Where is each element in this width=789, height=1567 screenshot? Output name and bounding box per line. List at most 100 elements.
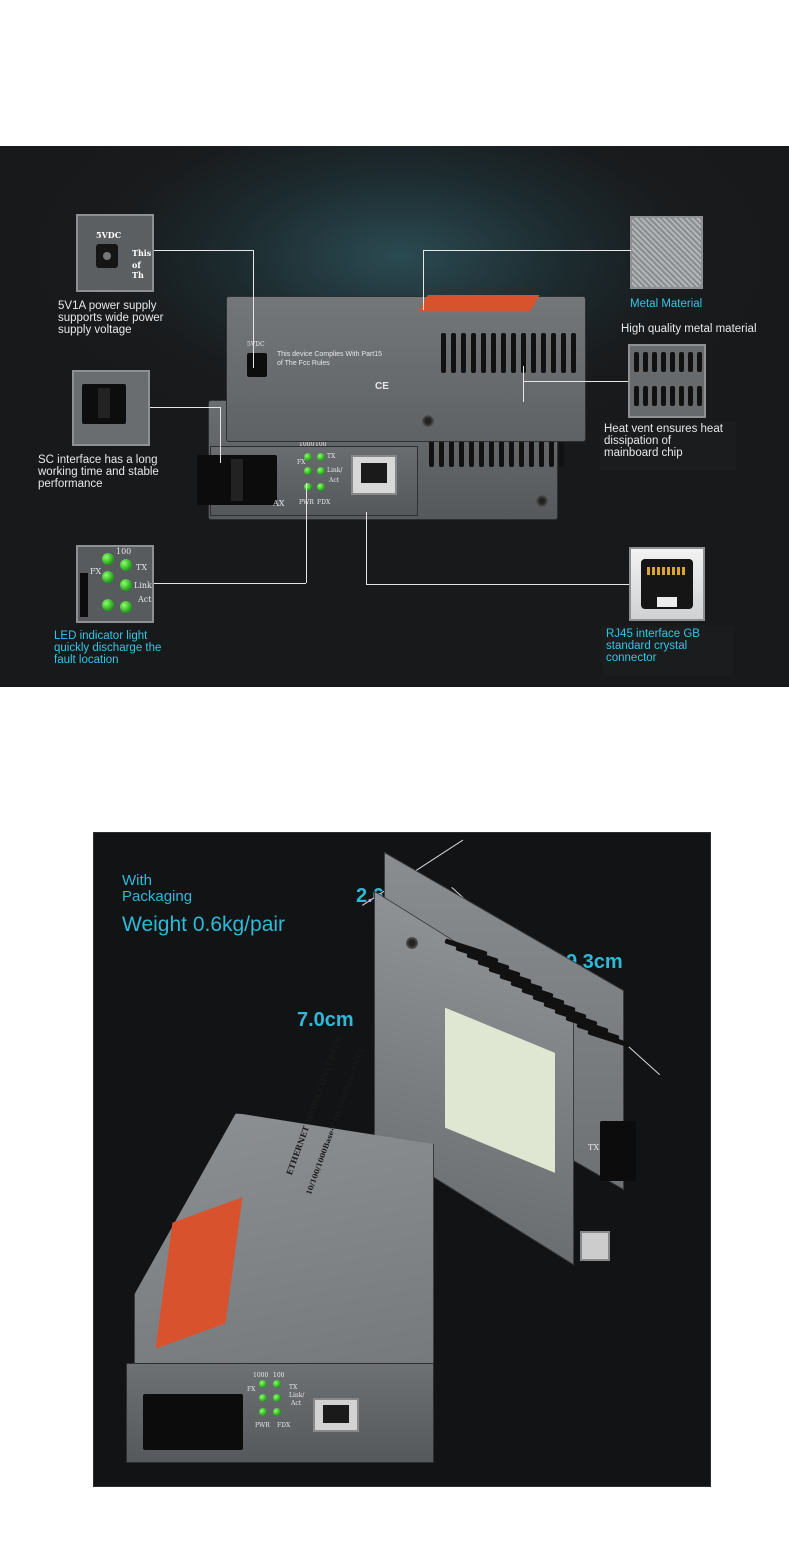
led-label-act: Act bbox=[291, 1400, 302, 1407]
vent-slot bbox=[643, 386, 648, 406]
power-port-thumbnail: 5VDC This of Th bbox=[76, 214, 154, 292]
vent-slot bbox=[459, 431, 464, 467]
vent-slot bbox=[670, 352, 675, 372]
led-thumb-tx: TX bbox=[136, 563, 148, 572]
vent-slot bbox=[509, 431, 514, 467]
callout-line bbox=[150, 407, 220, 408]
led-label-tx: TX bbox=[327, 453, 336, 460]
rj45-port-icon bbox=[351, 455, 397, 495]
vent-slot bbox=[661, 386, 666, 406]
vent-slot bbox=[449, 431, 454, 467]
vent-thumbnail bbox=[628, 344, 706, 418]
led-indicator-icon bbox=[120, 559, 132, 571]
led-caption-line: quickly discharge the bbox=[54, 642, 162, 654]
vent-slot bbox=[511, 333, 516, 373]
led-indicator-icon bbox=[120, 601, 132, 613]
vent-slot bbox=[697, 352, 702, 372]
front-converter: ETHERNET MEDIA CONVERTER 10/100/1000Base… bbox=[114, 1035, 444, 1473]
led-label-fx: FX bbox=[247, 1386, 256, 1393]
callout-line bbox=[154, 250, 253, 251]
vent-slot bbox=[521, 333, 526, 373]
vent-slot bbox=[561, 333, 566, 373]
vent-slot bbox=[679, 386, 684, 406]
callout-line bbox=[523, 366, 524, 402]
orange-label bbox=[418, 295, 540, 311]
vent-slot bbox=[451, 333, 456, 373]
led-thumb-100: 100 bbox=[116, 547, 132, 556]
led-indicator-icon bbox=[317, 453, 325, 461]
metal-caption: High quality metal material bbox=[621, 323, 757, 335]
callout-line bbox=[366, 584, 629, 585]
power-jack-icon bbox=[96, 244, 118, 268]
vent-slot bbox=[559, 431, 564, 467]
vent-slot bbox=[634, 352, 639, 372]
rj45-port-icon bbox=[641, 559, 693, 609]
led-label-fdx: FDX bbox=[277, 1422, 291, 1429]
led-label-link: Link/ bbox=[327, 467, 343, 474]
vent-slot bbox=[670, 386, 675, 406]
rj45-port-icon bbox=[313, 1398, 359, 1432]
sc-caption-line: performance bbox=[38, 478, 103, 490]
led-indicator-icon bbox=[102, 553, 114, 565]
led-label-fx: FX bbox=[297, 459, 306, 466]
led-indicator-icon bbox=[317, 483, 325, 491]
vent-slot bbox=[643, 352, 648, 372]
led-label-act: Act bbox=[329, 477, 340, 484]
vent-slot bbox=[499, 431, 504, 467]
thumb-this-label: This bbox=[132, 248, 152, 258]
sc-caption-line: working time and stable bbox=[38, 466, 159, 478]
power-caption: 5V1A power supply supports wide power su… bbox=[58, 300, 163, 336]
vent-slot bbox=[469, 431, 474, 467]
led-indicator-icon bbox=[102, 571, 114, 583]
vent-slot bbox=[489, 431, 494, 467]
sc-caption-line: SC interface has a long bbox=[38, 454, 158, 466]
led-thumbnail: FX 100 TX Link Act bbox=[76, 545, 154, 623]
led-label-1000: 1000 bbox=[299, 441, 315, 448]
screw-icon bbox=[422, 415, 434, 427]
callout-line bbox=[423, 250, 631, 251]
vent-slot bbox=[491, 333, 496, 373]
sc-connector-icon bbox=[600, 1121, 636, 1181]
vent-caption-line: mainboard chip bbox=[604, 447, 683, 459]
top-converter: 5VDC This device Complies With Part15 of… bbox=[226, 295, 586, 442]
led-label-pwr: PWR bbox=[255, 1422, 270, 1429]
vent-slot bbox=[441, 333, 446, 373]
led-label-100: 100 bbox=[315, 441, 327, 448]
dimensions-panel: With Packaging Weight 0.6kg/pair 2.6cm 9… bbox=[93, 832, 711, 1487]
vent-slot bbox=[688, 386, 693, 406]
led-label-100: 100 bbox=[273, 1372, 285, 1379]
led-indicator-icon bbox=[304, 453, 312, 461]
vent-slot bbox=[571, 333, 576, 373]
vent-slot bbox=[679, 352, 684, 372]
vent-slot bbox=[439, 431, 444, 467]
ce-mark: CE bbox=[375, 381, 389, 392]
vent-caption: Heat vent ensures heat dissipation of ma… bbox=[604, 423, 732, 459]
vent-slot bbox=[661, 352, 666, 372]
vent-slot bbox=[634, 386, 639, 406]
packaging-label-line: Packaging bbox=[122, 888, 193, 905]
led-indicator-icon bbox=[317, 467, 325, 475]
sc-port-thumbnail bbox=[72, 370, 150, 446]
callout-line bbox=[523, 381, 628, 382]
screw-icon bbox=[536, 495, 548, 507]
thumb-of-label: of Th bbox=[132, 260, 144, 280]
vent-caption-line: dissipation of bbox=[604, 435, 672, 447]
led-indicator-icon bbox=[273, 1394, 281, 1402]
vent-caption-box: Heat vent ensures heat dissipation of ma… bbox=[600, 421, 736, 471]
rj45-caption-box: RJ45 interface GB standard crystal conne… bbox=[602, 626, 734, 676]
rj45-port-icon bbox=[580, 1231, 610, 1261]
product-sticker bbox=[445, 1007, 555, 1173]
led-indicator-icon bbox=[273, 1408, 281, 1416]
dim-width-label: 7.0cm bbox=[297, 1009, 354, 1031]
compliance-line: of The Fcc Rules bbox=[277, 360, 330, 367]
led-indicator-icon bbox=[259, 1380, 267, 1388]
vent-slot bbox=[551, 333, 556, 373]
vent-slot bbox=[697, 386, 702, 406]
led-caption-line: LED indicator light bbox=[54, 630, 148, 642]
weight-label: Weight 0.6kg/pair bbox=[122, 913, 286, 936]
callout-line bbox=[253, 250, 254, 368]
led-indicator-icon bbox=[120, 579, 132, 591]
led-indicator-icon bbox=[259, 1394, 267, 1402]
callout-line bbox=[220, 407, 221, 463]
fiber-label: AX bbox=[273, 499, 285, 508]
